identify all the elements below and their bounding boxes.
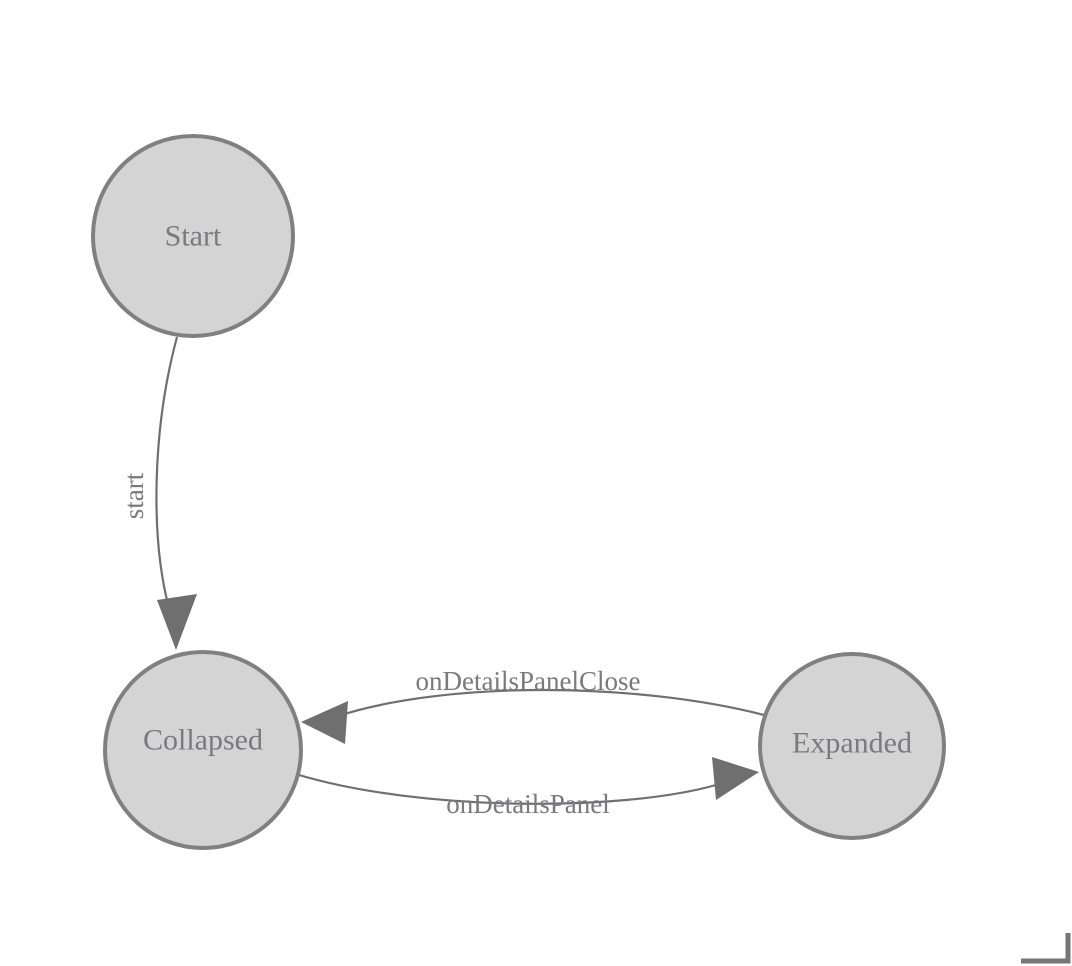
edge-label-start: start [119,472,149,519]
node-expanded-label: Expanded [792,727,912,760]
arrowhead-down-collapsed [157,594,197,650]
arrowhead-right-expanded [712,757,759,800]
node-collapsed-label: Collapsed [143,724,263,757]
node-expanded[interactable]: Expanded [758,652,946,840]
node-collapsed[interactable]: Collapsed [103,650,303,850]
edge-expanded-to-collapsed[interactable]: onDetailsPanelClose [301,666,765,744]
node-start[interactable]: Start [91,134,295,338]
edge-start-to-collapsed[interactable]: start [119,336,197,650]
node-start-circle [91,134,295,338]
node-collapsed-circle [103,650,303,850]
edge-expanded-to-collapsed-path [337,688,765,718]
canvas-frame-corner [1021,933,1071,964]
canvas-frame-corner-line [1021,933,1071,964]
edge-collapsed-to-expanded-path [298,773,717,805]
edge-label-on-details-panel: onDetailsPanel [446,789,609,819]
node-expanded-circle [758,652,946,840]
node-start-label: Start [165,220,222,253]
arrowhead-left-collapsed [301,701,348,744]
edge-start-to-collapsed-path [155,336,179,613]
edge-collapsed-to-expanded[interactable]: onDetailsPanel [298,757,759,819]
edge-label-on-details-panel-close: onDetailsPanelClose [416,666,641,696]
